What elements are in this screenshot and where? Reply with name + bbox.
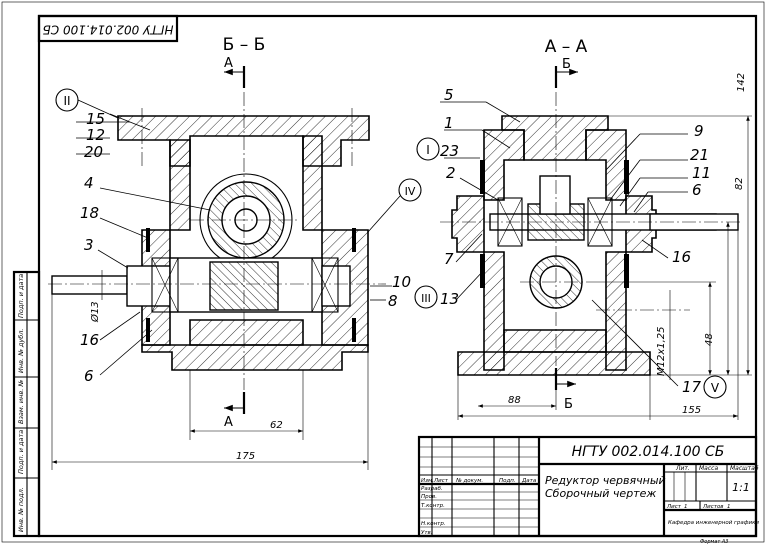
roman-II: II	[63, 94, 70, 108]
dim-phi13: Ø13	[89, 301, 101, 323]
cut-mark-a-top: А	[224, 56, 233, 71]
label-16: 16	[80, 331, 99, 349]
role-tkontr: Т.контр.	[421, 503, 445, 509]
right-view-leaders: 5 1 23 2 7 13 I III 9 21 11 6 16 17 V	[414, 86, 727, 399]
role-utv: Утв.	[421, 530, 433, 536]
mirrored-code-text: НГТУ 002.014.100 СБ	[43, 23, 174, 37]
thread-m12: М12х1,25	[656, 326, 667, 376]
mirrored-code-box	[37, 14, 179, 43]
view-section-aa: Б Б	[440, 57, 752, 420]
side-stamp-label-4: Подп. и дата	[17, 430, 25, 474]
roman-I: I	[426, 143, 430, 157]
tb-designation: НГТУ 002.014.100 СБ	[572, 444, 725, 460]
title-block: Изм. Лист № докум. Подп. Дата Разраб. Пр…	[417, 435, 759, 545]
label-8: 8	[388, 292, 398, 310]
view-section-bb: А А	[48, 56, 386, 470]
label-15: 15	[86, 110, 105, 128]
dim-82: 82	[734, 177, 745, 190]
tb-lit: Лит.	[675, 465, 690, 472]
side-stamp-label-1: Подп. и дата	[17, 274, 25, 318]
label-11: 11	[692, 164, 711, 182]
col-list: Лист	[433, 478, 449, 484]
roman-IV: IV	[405, 185, 416, 198]
label-6-right: 6	[692, 181, 702, 199]
section-bb-title: Б – Б	[223, 35, 266, 55]
dim-62: 62	[270, 420, 283, 431]
label-17: 17	[682, 378, 702, 396]
tb-name-line1: Редуктор червячный	[545, 474, 666, 487]
role-nkontr: Н.контр.	[421, 521, 446, 527]
tb-name-line2: Сборочный чертеж	[545, 487, 656, 500]
tb-scale: Масштаб	[730, 465, 759, 472]
roman-V: V	[711, 381, 720, 395]
label-12: 12	[86, 126, 105, 144]
side-stamp-label-2: Инв. № дубл.	[17, 329, 25, 373]
label-13: 13	[440, 290, 459, 308]
cut-mark-b-top: Б	[562, 57, 571, 72]
section-aa-title: А – А	[545, 37, 588, 57]
dim-142: 142	[736, 73, 747, 92]
dim-88: 88	[508, 395, 521, 406]
label-3: 3	[84, 236, 94, 254]
role-razrab: Разраб.	[421, 486, 443, 492]
col-data: Дата	[521, 478, 537, 484]
cut-mark-a-bottom: А	[224, 415, 233, 430]
label-18: 18	[80, 204, 99, 222]
label-16-right: 16	[672, 248, 691, 266]
label-1: 1	[444, 114, 454, 132]
label-4: 4	[84, 174, 94, 192]
label-23: 23	[440, 142, 459, 160]
label-7: 7	[444, 250, 454, 268]
left-view-leaders: 15 12 20 4 18 3 16 6 10 8 II IV	[55, 88, 422, 385]
tb-sheets-label: Листов	[702, 504, 724, 510]
roman-III: III	[421, 292, 431, 305]
dim-175: 175	[236, 451, 255, 462]
tb-format: Формат А3	[700, 539, 728, 545]
label-2: 2	[446, 164, 456, 182]
label-20: 20	[84, 143, 103, 161]
tb-mass: Масса	[699, 465, 718, 472]
label-9: 9	[694, 122, 704, 140]
tb-sheet-value: 1	[684, 504, 688, 510]
label-6: 6	[84, 367, 94, 385]
side-stamp: Подп. и дата Инв. № дубл. Взам. инв. № П…	[12, 270, 41, 538]
tb-scale-value: 1:1	[732, 481, 750, 494]
cut-mark-b-bottom: Б	[564, 397, 573, 412]
tb-org: Кафедра инженерной графики	[668, 520, 759, 526]
role-prov: Пров.	[421, 494, 437, 500]
dim-155: 155	[682, 405, 701, 416]
col-izm: Изм.	[421, 478, 434, 484]
label-21: 21	[690, 146, 709, 164]
tb-sheet-label: Лист	[666, 504, 682, 510]
tb-sheets-value: 1	[727, 504, 731, 510]
col-doc: № докум.	[455, 478, 483, 484]
label-10: 10	[392, 273, 411, 291]
side-stamp-label-3: Взам. инв. №	[17, 380, 25, 424]
dim-48: 48	[704, 333, 715, 346]
label-5: 5	[444, 86, 454, 104]
col-podp: Подп.	[499, 478, 516, 484]
side-stamp-label-5: Инв. № подл.	[17, 487, 25, 532]
